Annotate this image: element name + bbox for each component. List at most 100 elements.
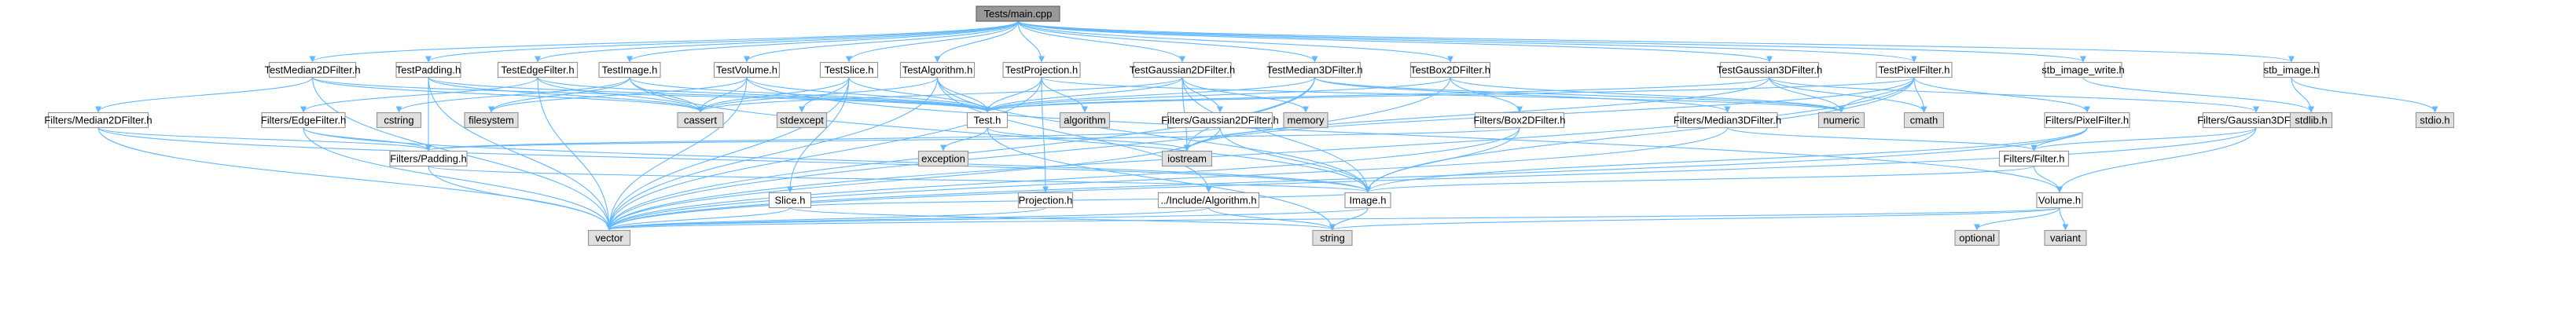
node-inclalg[interactable]: ../Include/Algorithm.h	[1157, 192, 1260, 209]
node-label: Image.h	[1350, 195, 1387, 207]
node-label: TestSlice.h	[825, 64, 874, 76]
edge-main-to-tpad	[425, 20, 1019, 63]
node-label: stb_image.h	[2264, 64, 2320, 76]
edge-tpix-to-cmath	[1913, 77, 1927, 113]
node-label: memory	[1288, 115, 1325, 126]
edge-tpix-to-vector	[606, 77, 1915, 231]
edge-fgau3-to-ffilter	[2030, 126, 2257, 152]
edge-fedge-to-image	[303, 127, 1371, 193]
node-box	[2289, 111, 2333, 129]
node-tmed3[interactable]: TestMedian3DFilter.h	[1266, 61, 1363, 79]
node-box	[1344, 192, 1391, 209]
node-tbox2[interactable]: TestBox2DFilter.h	[1409, 61, 1491, 79]
node-box	[768, 192, 812, 209]
edge-main-to-talg	[934, 20, 1019, 63]
edge-fpix-to-image	[1365, 127, 2088, 193]
edge-fbox2-to-image	[1365, 127, 1520, 193]
node-box	[1998, 150, 2070, 167]
node-fmed3[interactable]: Filters/Median3DFilter.h	[1674, 111, 1781, 129]
node-fedge[interactable]: Filters/EdgeFilter.h	[261, 111, 346, 129]
node-main[interactable]: Tests/main.cpp	[976, 5, 1060, 22]
node-label: stdio.h	[2420, 115, 2449, 126]
edge-main-to-tproj	[1017, 20, 1045, 63]
node-slice[interactable]: Slice.h	[768, 192, 812, 209]
edge-volume-to-vector	[606, 207, 2060, 231]
node-iostream: iostream	[1161, 150, 1213, 167]
node-box	[677, 111, 724, 129]
node-fgau2[interactable]: Filters/Gaussian2DFilter.h	[1161, 111, 1279, 129]
edge-fmed3-to-vector	[606, 127, 1729, 231]
edge-main-to-timg	[627, 20, 1019, 63]
node-image[interactable]: Image.h	[1344, 192, 1391, 209]
node-stbi[interactable]: stb_image.h	[2263, 61, 2320, 79]
node-stbw[interactable]: stb_image_write.h	[2041, 61, 2125, 79]
node-tedge[interactable]: TestEdgeFilter.h	[497, 61, 579, 79]
node-box	[2036, 192, 2083, 209]
node-box	[587, 229, 631, 247]
node-box	[1903, 111, 1945, 129]
node-label: cassert	[684, 115, 717, 126]
edge-volume-to-string	[1329, 207, 2060, 231]
edge-tgau3-to-fgau3	[1769, 77, 2259, 113]
node-tgau2[interactable]: TestGaussian2DFilter.h	[1130, 61, 1235, 79]
node-box	[899, 61, 976, 79]
node-ffilter[interactable]: Filters/Filter.h	[1998, 150, 2070, 167]
node-tpix[interactable]: TestPixelFilter.h	[1876, 61, 1953, 79]
node-stdexcept: stdexcept	[776, 111, 828, 129]
edge-timg-to-filesystem	[488, 77, 630, 113]
node-box	[1719, 61, 1820, 79]
edge-main-to-tedge	[535, 20, 1019, 63]
edge-stbw-to-stdlib	[2082, 77, 2314, 113]
node-label: Tests/main.cpp	[984, 8, 1053, 20]
edge-tmed2-to-fmed2	[95, 77, 314, 113]
node-tproj[interactable]: TestProjection.h	[1002, 61, 1081, 79]
node-timg[interactable]: TestImage.h	[598, 61, 661, 79]
edge-tproj-to-vector	[606, 77, 1042, 231]
node-volume[interactable]: Volume.h	[2036, 192, 2083, 209]
edge-tedge-to-fedge	[300, 77, 538, 113]
node-label: Volume.h	[2038, 195, 2081, 207]
node-label: Filters/Filter.h	[2003, 153, 2064, 165]
edge-tpad-to-vector	[428, 77, 612, 231]
node-tgau3[interactable]: TestGaussian3DFilter.h	[1717, 61, 1822, 79]
node-box	[1017, 192, 1074, 209]
node-label: TestMedian3DFilter.h	[1266, 64, 1362, 76]
node-test[interactable]: Test.h	[966, 111, 1009, 129]
edge-main-to-tgau2	[1017, 20, 1185, 63]
node-proj[interactable]: Projection.h	[1017, 192, 1074, 209]
edge-tgau2-to-fgau2	[1181, 77, 1223, 113]
node-tpad[interactable]: TestPadding.h	[395, 61, 461, 79]
node-fmed2[interactable]: Filters/Median2DFilter.h	[44, 111, 153, 129]
edge-slice-to-vector	[606, 207, 791, 231]
edge-main-to-stbi	[1017, 20, 2295, 63]
node-fbox2[interactable]: Filters/Box2DFilter.h	[1473, 111, 1566, 129]
edge-main-to-tbox2	[1017, 20, 1453, 63]
node-label: Filters/Median3DFilter.h	[1674, 115, 1781, 126]
edge-fbox2-to-fpad	[425, 126, 1520, 152]
node-fpad[interactable]: Filters/Padding.h	[389, 150, 468, 167]
edge-tedge-to-vector	[537, 77, 612, 231]
node-label: string	[1320, 232, 1345, 244]
edge-fgau2-to-fpad	[425, 126, 1221, 152]
node-tmed2[interactable]: TestMedian2DFilter.h	[264, 61, 361, 79]
node-fpix[interactable]: Filters/PixelFilter.h	[2044, 111, 2130, 129]
edge-tvol-to-test	[746, 77, 990, 113]
node-box	[2044, 111, 2130, 129]
node-label: Test.h	[974, 115, 1001, 126]
node-string: string	[1312, 229, 1353, 247]
node-label: TestGaussian3DFilter.h	[1717, 64, 1822, 76]
node-tvol[interactable]: TestVolume.h	[713, 61, 781, 79]
edge-stbi-to-stdlib	[2291, 77, 2314, 113]
edge-timg-to-image	[629, 77, 1371, 193]
node-box	[1474, 111, 1565, 129]
node-fgau3[interactable]: Filters/Gaussian3DFilter.h	[2197, 111, 2315, 129]
node-label: vector	[595, 232, 623, 244]
node-label: TestVolume.h	[716, 64, 777, 76]
node-tslice[interactable]: TestSlice.h	[819, 61, 879, 79]
edge-inclalg-to-string	[1207, 207, 1336, 231]
node-talg[interactable]: TestAlgorithm.h	[899, 61, 976, 79]
node-box	[2415, 111, 2455, 129]
node-label: stdlib.h	[2295, 115, 2327, 126]
node-box	[1817, 111, 1865, 129]
node-box	[1876, 61, 1953, 79]
